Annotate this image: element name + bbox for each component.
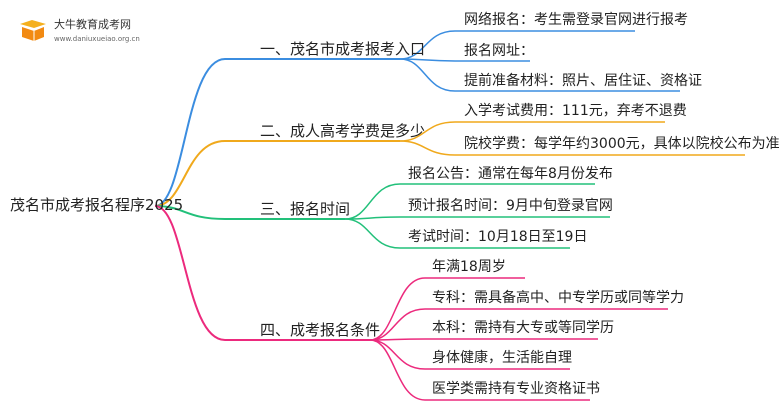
branch-1-leaf-2: 报名网址： bbox=[464, 43, 534, 59]
branch-4-leaf-4: 身体健康，生活能自理 bbox=[432, 350, 572, 366]
branch-3-leaf-3: 考试时间：10月18日至19日 bbox=[408, 229, 588, 245]
edge-b4-leaf-3 bbox=[369, 338, 598, 341]
branch-4-leaf-1: 年满18周岁 bbox=[432, 259, 506, 275]
edge-b4-leaf-2 bbox=[369, 308, 668, 341]
branch-3-label: 三、报名时间 bbox=[260, 200, 351, 218]
root-node: 茂名市成考报名程序2025 bbox=[10, 196, 184, 214]
branch-2-leaf-2: 院校学费：每学年约3000元，具体以院校公布为准 bbox=[464, 136, 780, 152]
book-icon bbox=[20, 20, 46, 41]
branch-1-leaf-1: 网络报名：考生需登录官网进行报考 bbox=[464, 12, 688, 28]
edge-root-branch-4 bbox=[154, 205, 370, 341]
branch-2-label: 二、成人高考学费是多少 bbox=[260, 122, 426, 140]
branch-4-label: 四、成考报名条件 bbox=[260, 321, 381, 339]
branch-4-leaf-3: 本科：需持有大专或等同学历 bbox=[432, 320, 614, 336]
edge-b4-leaf-5 bbox=[369, 339, 590, 401]
edge-b2-leaf-1 bbox=[399, 121, 665, 142]
branch-1-label: 一、茂名市成考报考入口 bbox=[260, 40, 426, 58]
edge-root-branch-1 bbox=[154, 58, 400, 207]
edge-root-branch-2 bbox=[154, 140, 400, 207]
site-logo: 大牛教育成考网 www.daniuxueiao.org.cn bbox=[12, 10, 162, 50]
edge-b1-leaf-1 bbox=[399, 30, 635, 60]
edge-b3-leaf-2 bbox=[344, 216, 610, 220]
edge-b3-leaf-3 bbox=[344, 218, 570, 249]
branch-2-leaf-1: 入学考试费用：111元，弃考不退费 bbox=[464, 103, 687, 119]
mindmap-edges bbox=[154, 30, 745, 401]
edge-b4-leaf-4 bbox=[369, 339, 570, 370]
logo-name: 大牛教育成考网 bbox=[54, 18, 131, 31]
branch-3-leaf-1: 报名公告：通常在每年8月份发布 bbox=[408, 166, 613, 182]
edge-b4-leaf-1 bbox=[369, 277, 525, 341]
edge-b1-leaf-3 bbox=[399, 58, 680, 92]
edge-root-branch-3 bbox=[154, 205, 345, 220]
edge-b1-leaf-2 bbox=[399, 58, 530, 62]
branch-4-leaf-5: 医学类需持有专业资格证书 bbox=[432, 381, 600, 397]
edge-b2-leaf-2 bbox=[399, 140, 745, 156]
branch-3-leaf-2: 预计报名时间：9月中旬登录官网 bbox=[408, 198, 613, 214]
logo-url: www.daniuxueiao.org.cn bbox=[54, 35, 140, 43]
edge-b3-leaf-1 bbox=[344, 183, 595, 220]
branch-4-leaf-2: 专科：需具备高中、中专学历或同等学力 bbox=[432, 290, 684, 306]
branch-1-leaf-3: 提前准备材料：照片、居住证、资格证 bbox=[464, 73, 702, 89]
